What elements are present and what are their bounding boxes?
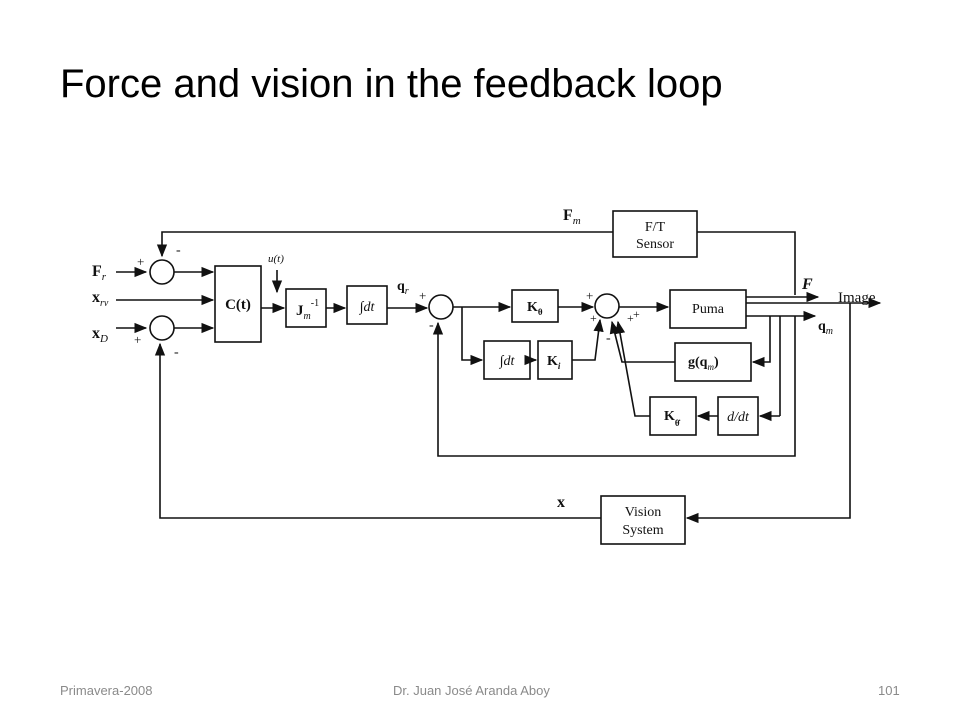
signal-xrv: xrv: [92, 289, 109, 309]
sign-ki-plus: +: [590, 311, 597, 325]
vision-system-label-1: Vision: [625, 505, 662, 520]
integrator-label: ∫dt: [359, 300, 376, 315]
footer-course: Primavera-2008: [60, 683, 153, 698]
sum-junction-force: [149, 259, 175, 285]
sign-g-plus: +: [627, 311, 634, 325]
sum-junction-joint-error: [428, 294, 454, 320]
signal-f-out: F: [801, 276, 813, 293]
signal-xd: xD: [92, 325, 108, 345]
sign-qr-plus: +: [419, 288, 426, 303]
sign-fr-plus: +: [137, 254, 144, 269]
jacobian-label: Jm-1: [296, 298, 319, 322]
sum-junction-torque: [594, 293, 620, 319]
sign-ktheta-plus: +: [586, 288, 593, 303]
sum-junction-position: [149, 315, 175, 341]
sign-x-minus: -: [174, 345, 179, 360]
sign-xd-plus: +: [134, 332, 141, 347]
puma-label: Puma: [692, 302, 725, 317]
k-theta-label: Kθ: [527, 300, 543, 317]
controller-label: C(t): [225, 297, 251, 313]
sign-kd-minus: -: [606, 331, 611, 346]
signal-fm: Fm: [563, 207, 581, 227]
footer-author: Dr. Juan José Aranda Aboy: [393, 683, 550, 698]
footer-page-number: 101: [878, 683, 900, 698]
ft-sensor-label-1: F/T: [645, 220, 666, 235]
k-i-label: Ki: [547, 354, 561, 371]
k-theta-dot-label: Kθ̇: [664, 409, 681, 428]
controller-block: [214, 265, 262, 343]
ft-sensor-block: [612, 210, 698, 258]
signal-qr: qr: [397, 279, 409, 297]
gravity-label: g(qm): [688, 355, 719, 372]
integrator-ki-block: [483, 340, 531, 380]
vision-system-label-2: System: [622, 523, 663, 538]
puma-block: [669, 289, 747, 329]
sign-qm-minus: -: [429, 318, 434, 333]
signal-fr: Fr: [92, 263, 107, 283]
slide-title: Force and vision in the feedback loop: [60, 62, 723, 106]
signal-u: u(t): [268, 253, 284, 265]
derivative-label: d/dt: [727, 410, 750, 425]
signal-image: Image: [838, 290, 876, 306]
vision-system-block: [600, 495, 686, 545]
jacobian-inverse-block: [285, 288, 327, 328]
integrator-ki-label: ∫dt: [499, 354, 516, 369]
integrator-block: [346, 285, 388, 325]
sign-fm-minus: -: [176, 243, 181, 258]
sign-puma-plus: +: [633, 307, 640, 321]
k-theta-block: [511, 289, 559, 323]
signal-qm: qm: [818, 319, 833, 337]
ft-sensor-label-2: Sensor: [636, 237, 674, 252]
signal-x-vision: x: [557, 494, 565, 511]
